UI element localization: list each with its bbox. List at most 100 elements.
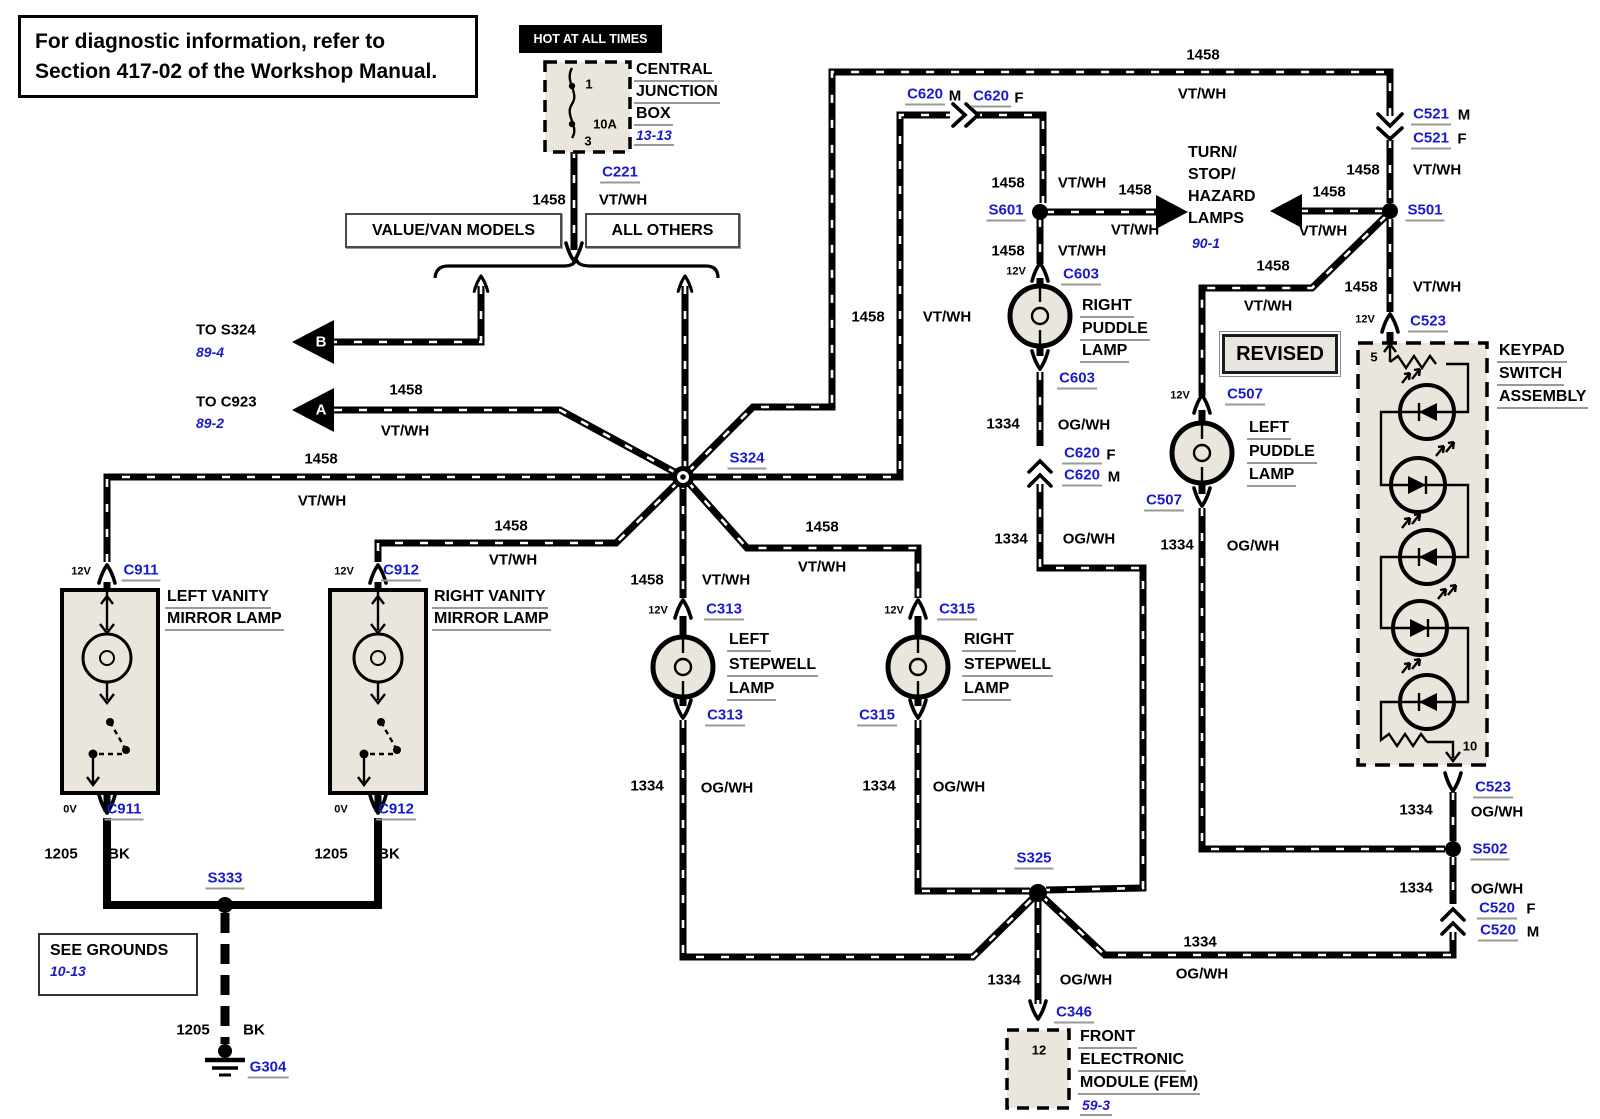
wire-number: 1458: [1186, 46, 1220, 64]
wire-color: OG/WH: [932, 778, 986, 796]
splice-s333: [217, 897, 233, 913]
connector-gender-f: F: [1014, 89, 1024, 107]
wire-color: VT/WH: [1057, 242, 1107, 260]
wire-color: VT/WH: [1412, 278, 1462, 296]
connector-label-c620: C620: [905, 87, 945, 106]
wire-number: 1334: [1183, 933, 1217, 951]
wire-number: 1458: [1256, 257, 1290, 275]
wire-number: 1334: [862, 777, 896, 795]
wire-runs: [103, 68, 1457, 1044]
left-stepwell-lamp-symbol: [650, 634, 716, 700]
see-grounds-ref: 10-13: [50, 963, 86, 979]
voltage-label: 12V: [648, 604, 668, 617]
right-stepwell-name-2: STEPWELL: [962, 657, 1054, 677]
voltage-label: 12V: [1355, 313, 1375, 326]
connector-label-c523: C523: [1408, 314, 1448, 333]
left-vanity-mirror-lamp-box: [60, 588, 160, 795]
wire-color: OG/WH: [1470, 880, 1524, 898]
connector-label-c911: C911: [121, 563, 161, 582]
connector-label-c507: C507: [1225, 387, 1265, 406]
left-stepwell-name-1: LEFT: [727, 632, 771, 652]
cjb-page-ref: 13-13: [634, 128, 674, 146]
connector-symbols: [97, 102, 1466, 1021]
wire-number: 1334: [987, 971, 1021, 989]
ground-label-g304: G304: [247, 1060, 289, 1079]
turn-lamps-line-2: STOP/: [1188, 166, 1236, 183]
connector-label-c521: C521: [1411, 107, 1451, 126]
connector-gender-m: M: [948, 87, 962, 105]
connector-label-c523: C523: [1473, 780, 1513, 799]
wire-color: VT/WH: [922, 308, 972, 326]
turn-lamps-ref: 90-1: [1192, 235, 1221, 251]
connector-label-c911: C911: [104, 802, 144, 821]
wire-number: 1334: [1160, 536, 1194, 554]
wire-number: 1458: [1344, 278, 1378, 296]
see-grounds-title: SEE GROUNDS: [50, 942, 169, 959]
connector-gender-f: F: [1106, 446, 1116, 464]
wire-color: VT/WH: [1243, 297, 1293, 315]
wire-number: 1205: [314, 845, 348, 863]
voltage-label: 12V: [1170, 389, 1190, 402]
connector-gender-f: F: [1526, 900, 1536, 918]
left-puddle-lamp-symbol: [1169, 420, 1235, 486]
wire-color: BK: [243, 1021, 265, 1039]
keypad-name-2: SWITCH: [1497, 366, 1565, 386]
right-vanity-name-1: RIGHT VANITY: [432, 589, 548, 609]
connector-label-c520: C520: [1477, 901, 1517, 920]
wire-color: VT/WH: [380, 422, 430, 440]
left-vanity-name-2: MIRROR LAMP: [165, 611, 284, 631]
splice-label-s601: S601: [986, 203, 1026, 222]
wire-number: 1458: [304, 450, 338, 468]
wire-color: VT/WH: [1110, 221, 1160, 239]
connector-label-c346: C346: [1054, 1005, 1094, 1024]
right-puddle-name-3: LAMP: [1080, 343, 1130, 363]
cjb-name-1: CENTRAL: [634, 62, 715, 82]
revised-stamp: REVISED: [1222, 334, 1338, 374]
connector-label-c313: C313: [705, 708, 745, 727]
wire-number: 1334: [1399, 801, 1433, 819]
left-stepwell-name-3: LAMP: [727, 681, 777, 701]
wire-number: 1458: [494, 517, 528, 535]
connector-label-c521: C521: [1411, 131, 1451, 150]
wire-color: VT/WH: [598, 191, 648, 209]
connector-label-c620: C620: [971, 89, 1011, 108]
voltage-label: 0V: [63, 803, 77, 816]
left-stepwell-name-2: STEPWELL: [727, 657, 819, 677]
splice-s325: [1029, 884, 1047, 902]
wire-color: VT/WH: [1177, 85, 1227, 103]
left-vanity-name-1: LEFT VANITY: [165, 589, 271, 609]
offpage-arrow-a: [292, 388, 334, 432]
fem-name-2: ELECTRONIC: [1078, 1052, 1186, 1072]
cjb-name-2: JUNCTION: [634, 84, 720, 104]
fuse-rating: 10A: [593, 116, 617, 132]
voltage-label: 12V: [334, 565, 354, 578]
to-c923-label: TO C923: [196, 393, 257, 411]
front-electronic-module-box: [1005, 1028, 1071, 1110]
note-line-2: Section 417-02 of the Workshop Manual.: [35, 59, 438, 83]
option-brace: [433, 256, 720, 279]
to-s324-ref: 89-4: [196, 344, 225, 360]
wire-number: 1458: [389, 381, 423, 399]
keypad-name-3: ASSEMBLY: [1497, 389, 1589, 409]
left-puddle-name-2: PUDDLE: [1247, 444, 1317, 464]
value-van-models-box: VALUE/VAN MODELS: [345, 213, 562, 248]
right-vanity-name-2: MIRROR LAMP: [432, 611, 551, 631]
wire-color: OG/WH: [1175, 965, 1229, 983]
cjb-pin-bottom: 3: [584, 133, 592, 149]
cjb-name-3: BOX: [634, 106, 673, 126]
arrow-a-letter: A: [315, 401, 327, 419]
wire-number: 1334: [630, 777, 664, 795]
fem-name-3: MODULE (FEM): [1078, 1075, 1201, 1095]
wire-color: VT/WH: [488, 551, 538, 569]
right-puddle-name-1: RIGHT: [1080, 298, 1134, 318]
see-grounds-note: SEE GROUNDS 10-13: [38, 933, 198, 996]
connector-gender-m: M: [1457, 106, 1471, 124]
wire-color: BK: [108, 845, 130, 863]
right-stepwell-name-1: RIGHT: [962, 632, 1016, 652]
keypad-name-1: KEYPAD: [1497, 343, 1567, 363]
right-stepwell-lamp-symbol: [885, 634, 951, 700]
right-puddle-name-2: PUDDLE: [1080, 321, 1150, 341]
splice-s324: [672, 466, 694, 488]
left-puddle-name-3: LAMP: [1247, 467, 1297, 487]
